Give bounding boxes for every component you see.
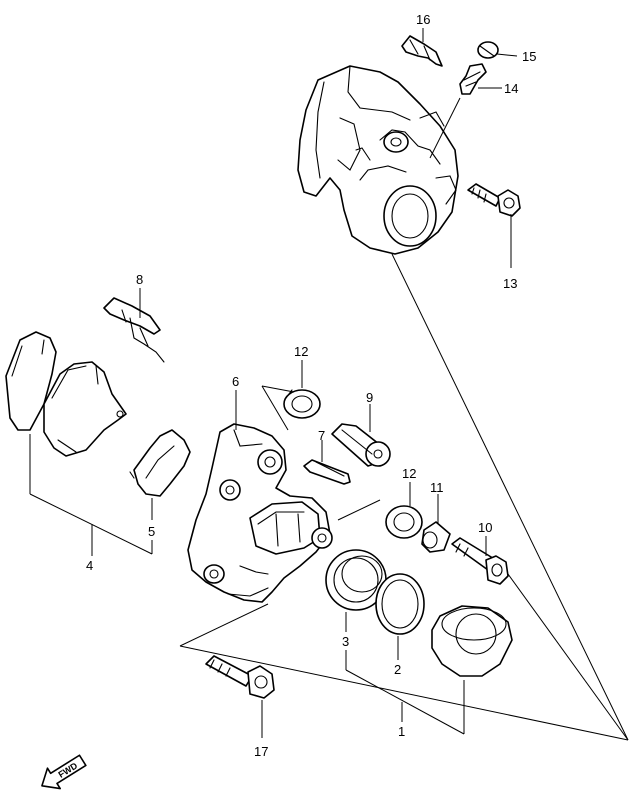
pad-spring-clip-16[interactable] (401, 35, 443, 67)
callout-4: 4 (86, 558, 93, 573)
caliper-bracket-6[interactable] (187, 423, 333, 603)
callout-12a: 12 (294, 344, 308, 359)
pad-spring-8[interactable] (103, 297, 165, 363)
callout-10: 10 (478, 520, 492, 535)
callout-12b: 12 (402, 466, 416, 481)
forward-direction-arrow: FWD (41, 754, 87, 790)
callout-17: 17 (254, 744, 268, 759)
bleeder-valve-14[interactable] (459, 63, 487, 95)
callout-8: 8 (136, 272, 143, 287)
caliper-bolt-13[interactable] (467, 183, 521, 217)
caliper-bolt-17[interactable] (205, 655, 275, 699)
callout-labels: 16 15 14 13 8 12 6 9 7 12 11 10 5 4 3 2 … (86, 12, 536, 759)
callout-15: 15 (522, 49, 536, 64)
callout-9: 9 (366, 390, 373, 405)
callout-1: 1 (398, 724, 405, 739)
callout-13: 13 (503, 276, 517, 291)
brake-pad-set-4[interactable] (5, 331, 127, 457)
piston-seal-3[interactable] (325, 549, 387, 611)
bleeder-cap-15[interactable] (477, 41, 499, 59)
retaining-clip-7[interactable] (303, 459, 351, 485)
callout-5: 5 (148, 524, 155, 539)
callout-7: 7 (318, 428, 325, 443)
callout-11: 11 (430, 480, 444, 495)
dust-seal-2[interactable] (375, 573, 425, 635)
sleeve-bushing-11[interactable] (421, 521, 451, 553)
slide-pin-bolt-10[interactable] (451, 537, 509, 585)
dust-boot-12-lower[interactable] (385, 505, 423, 539)
slide-pin-9[interactable] (331, 423, 391, 467)
pad-shim-5[interactable] (129, 429, 191, 497)
callout-3: 3 (342, 634, 349, 649)
caliper-piston-1[interactable] (431, 605, 513, 677)
callout-16: 16 (416, 12, 430, 27)
dust-boot-12-upper[interactable] (283, 389, 321, 419)
callout-14: 14 (504, 81, 518, 96)
callout-6: 6 (232, 374, 239, 389)
caliper-assembly-top (297, 65, 459, 255)
callout-2: 2 (394, 662, 401, 677)
leader-lines (29, 28, 629, 741)
